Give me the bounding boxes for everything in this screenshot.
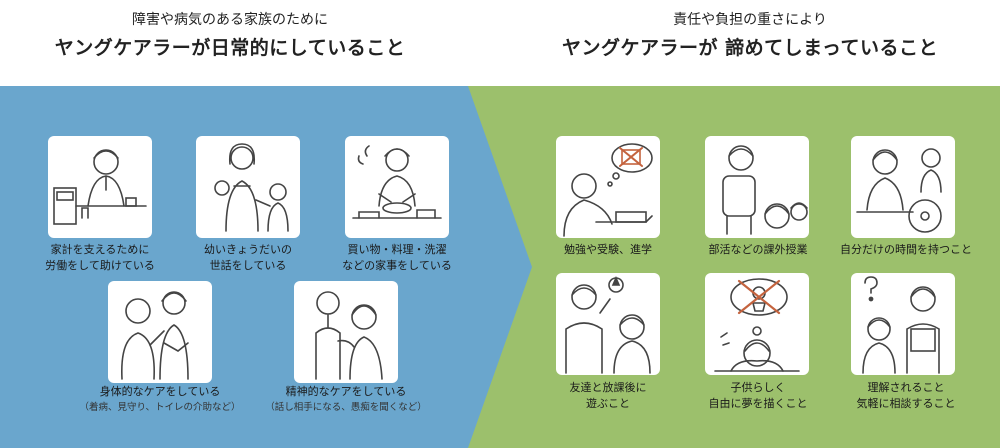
illustration-dreams-card: [705, 273, 809, 375]
illustration-friends-card: [556, 273, 660, 375]
caption-study-line1: 勉強や受験、進学: [564, 243, 652, 256]
physical-care-illustration: [121, 291, 189, 380]
cooking-illustration: [352, 145, 442, 219]
working-illustration: [53, 149, 147, 225]
caption-understood-line2: 気軽に相談すること: [856, 397, 956, 410]
illustration-understood-card: [851, 273, 955, 375]
caption-study: 勉強や受験、進学: [538, 242, 678, 258]
left-title: ヤングケアラーが日常的にしていること: [54, 37, 406, 59]
illustration-own-time-card: [851, 136, 955, 238]
own-time-illustration: [856, 148, 942, 233]
caption-club: 部活などの課外授業: [686, 242, 830, 258]
study-illustration: [563, 143, 653, 237]
caption-own-time: 自分だけの時間を持つこと: [826, 242, 986, 258]
right-subtitle: 責任や負担の重さにより: [673, 12, 827, 28]
caption-understood: 理解されること 気軽に相談すること: [826, 380, 986, 412]
caption-physical-care: 身体的なケアをしている （着病、見守り、トイレの介助など）: [70, 384, 250, 416]
caption-working-line2: 労働をして助けている: [45, 259, 155, 272]
caption-emotional-care: 精神的なケアをしている （話し相手になる、愚痴を聞くなど）: [256, 384, 436, 416]
caption-friends-line1: 友達と放課後に: [569, 381, 647, 394]
caption-emotional-care-line1: 精神的なケアをしている: [285, 385, 407, 398]
caption-housework-line2: などの家事をしている: [342, 259, 452, 272]
caption-physical-care-note: （着病、見守り、トイレの介助など）: [79, 402, 241, 413]
friends-illustration: [565, 275, 651, 374]
illustration-working-card: [48, 136, 152, 238]
caption-understood-line1: 理解されること: [867, 381, 945, 394]
caption-dreams-line1: 子供らしく: [730, 381, 786, 394]
left-subtitle: 障害や病気のある家族のために: [132, 12, 328, 28]
illustration-siblings-card: [196, 136, 300, 238]
caption-club-line1: 部活などの課外授業: [708, 243, 808, 256]
illustration-physical-care-card: [108, 281, 212, 383]
caption-working-line1: 家計を支えるために: [50, 243, 150, 256]
caption-friends: 友達と放課後に 遊ぶこと: [538, 380, 678, 412]
right-title: ヤングケアラーが 諦めてしまっていること: [562, 37, 938, 59]
emotional-care-illustration: [315, 291, 383, 380]
caption-friends-line2: 遊ぶこと: [586, 397, 630, 410]
left-heading: 障害や病気のある家族のために ヤングケアラーが日常的にしていること: [30, 10, 430, 62]
understood-illustration: [862, 276, 940, 374]
caption-siblings-line2: 世話をしている: [209, 259, 287, 272]
caption-siblings: 幼いきょうだいの 世話をしている: [176, 242, 320, 274]
illustration-emotional-care-card: [294, 281, 398, 383]
caption-siblings-line1: 幼いきょうだいの: [204, 243, 292, 256]
caption-working: 家計を支えるために 労働をして助けている: [30, 242, 170, 274]
siblings-illustration: [214, 143, 289, 232]
caption-housework-line1: 買い物・料理・洗濯: [347, 243, 447, 256]
caption-own-time-line1: 自分だけの時間を持つこと: [840, 243, 972, 256]
caption-emotional-care-note: （話し相手になる、愚痴を聞くなど）: [265, 402, 427, 413]
caption-dreams: 子供らしく 自由に夢を描くこと: [686, 380, 830, 412]
illustration-housework-card: [345, 136, 449, 238]
illustration-study-card: [556, 136, 660, 238]
illustration-club-card: [705, 136, 809, 238]
club-activities-illustration: [722, 145, 808, 235]
right-heading: 責任や負担の重さにより ヤングケアラーが 諦めてしまっていること: [530, 10, 970, 62]
dreams-illustration: [714, 278, 800, 372]
caption-housework: 買い物・料理・洗濯 などの家事をしている: [322, 242, 472, 274]
caption-physical-care-line1: 身体的なケアをしている: [99, 385, 221, 398]
caption-dreams-line2: 自由に夢を描くこと: [708, 397, 808, 410]
